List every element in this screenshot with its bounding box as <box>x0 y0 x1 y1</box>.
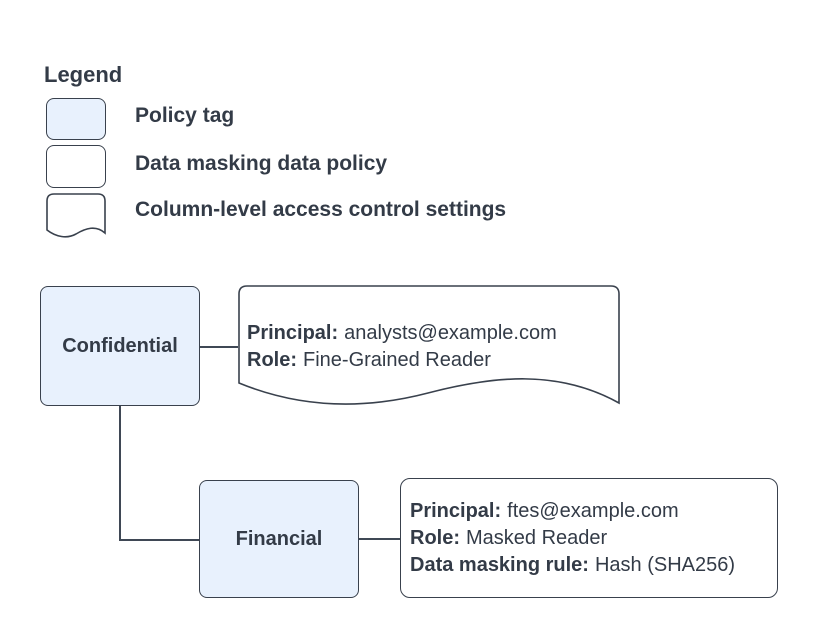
legend-item-policy-tag: Policy tag <box>135 104 235 127</box>
access-settings-line-role: Role:Fine-Grained Reader <box>247 349 491 371</box>
legend-title: Legend <box>44 62 123 87</box>
policy-tag-confidential: Confidential <box>40 286 200 406</box>
masking-policy-line-role: Role:Masked Reader <box>410 527 608 549</box>
document-shape <box>238 285 620 405</box>
document-shape-icon <box>46 193 106 238</box>
masking-policy-line-rule: Data masking rule:Hash (SHA256) <box>410 554 736 576</box>
connector-confidential-to-settings <box>200 346 238 348</box>
access-settings-document: Principal:analysts@example.com Role:Fine… <box>238 285 620 410</box>
document-swatch <box>46 193 106 243</box>
connector-confidential-to-financial-vertical <box>119 406 121 540</box>
policy-tag-financial-label: Financial <box>235 527 323 550</box>
legend-item-data-policy: Data masking data policy <box>135 152 388 175</box>
data-policy-swatch <box>46 145 106 188</box>
masking-policy-line-principal: Principal:ftes@example.com <box>410 500 679 522</box>
policy-tag-financial: Financial <box>199 480 359 598</box>
masking-policy-box: Principal:ftes@example.com Role:Masked R… <box>400 478 778 598</box>
access-settings-line-principal: Principal:analysts@example.com <box>247 322 557 344</box>
policy-tag-swatch <box>46 98 106 140</box>
connector-confidential-to-financial-horizontal <box>119 539 200 541</box>
connector-financial-to-policy <box>359 538 400 540</box>
legend-item-column-access: Column-level access control settings <box>135 198 507 221</box>
policy-tag-confidential-label: Confidential <box>62 334 178 357</box>
